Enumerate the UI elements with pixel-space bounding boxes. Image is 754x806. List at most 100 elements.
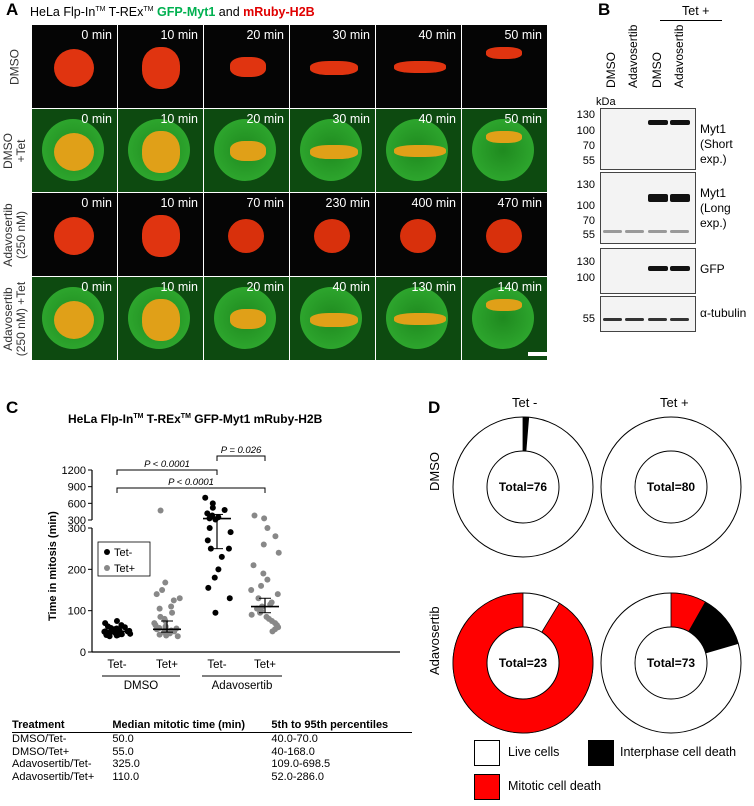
row-label-text: Adavosertib(250 nM) (1, 203, 28, 266)
microscopy-tile: 130 min (376, 277, 461, 360)
microscopy-tile: 40 min (376, 25, 461, 108)
data-point (264, 576, 271, 583)
p-value-label: P < 0.0001 (168, 477, 214, 488)
band (670, 318, 689, 321)
blot-box (600, 172, 696, 244)
table-cell: DMSO/Tet+ (12, 745, 70, 758)
chromatin (310, 145, 358, 159)
kda-marker: 70 (582, 215, 595, 227)
legend-swatch-mitotic (474, 774, 500, 800)
data-point (260, 541, 267, 548)
chromatin (310, 61, 358, 75)
data-point (202, 494, 209, 501)
microscopy-tile: 10 min (118, 277, 203, 360)
data-point (127, 630, 134, 637)
chromatin (310, 313, 358, 327)
y-tick-label: 200 (68, 564, 86, 576)
microscopy-tile: 0 min (32, 109, 117, 192)
table-cell: 109.0-698.5 (271, 758, 331, 770)
table-header-row: Treatment Median mitotic time (min) 5th … (12, 718, 412, 733)
microscopy-tile: 10 min (118, 193, 203, 276)
timepoint-label: 50 min (504, 112, 542, 126)
y-tick-label: 0 (80, 647, 86, 659)
table-cell: 325.0 (112, 758, 140, 770)
panel-a-title: HeLa Flp-InTM T-RExTM GFP-Myt1 and mRuby… (30, 5, 315, 19)
band (603, 318, 622, 321)
data-point (113, 618, 120, 624)
data-point (103, 632, 110, 639)
data-point (218, 553, 225, 560)
microscopy-tile: 30 min (290, 25, 375, 108)
panel-a-title-prefix: HeLa Flp-In (30, 5, 96, 19)
data-point (272, 533, 279, 540)
data-point (263, 613, 270, 620)
chromatin (54, 217, 94, 255)
x-tick-label: Tet- (207, 659, 226, 671)
band (648, 194, 668, 202)
timepoint-label: 470 min (497, 196, 542, 210)
panel-label-b: B (598, 0, 611, 19)
legend-live: Live cells (508, 745, 560, 759)
data-point (173, 625, 180, 632)
timepoint-label: 230 min (325, 196, 370, 210)
data-point (209, 500, 216, 507)
data-point (169, 609, 176, 616)
x-tick-label: Tet+ (156, 659, 178, 671)
kda-label: kDa (596, 96, 616, 108)
data-point (260, 570, 267, 577)
data-point (153, 591, 160, 598)
p-value-label: P < 0.0001 (144, 459, 190, 470)
microscopy-tile: 10 min (118, 25, 203, 108)
blot-exposure: (Long exp.) (700, 201, 731, 230)
blot-label: Myt1(Long exp.) (700, 186, 754, 231)
data-point (261, 515, 268, 522)
donut-hole (486, 450, 560, 524)
timepoint-label: 40 min (332, 280, 370, 294)
x-tick-label: Tet+ (254, 659, 276, 671)
data-point (174, 633, 181, 640)
legend-swatch-interphase (588, 740, 614, 766)
kda-marker: 55 (582, 313, 595, 325)
timepoint-label: 140 min (497, 280, 542, 294)
data-point (176, 595, 183, 602)
blot-box (600, 296, 696, 332)
group-label-adavosertib: Adavosertib (212, 680, 273, 692)
blot-target: Myt1 (700, 122, 727, 136)
panel-label-a: A (6, 0, 19, 19)
lane-label: DMSO (604, 52, 618, 88)
y-tick-label: 1200 (62, 465, 86, 477)
data-point (162, 579, 169, 586)
chromatin (54, 301, 94, 339)
chromatin (142, 131, 180, 173)
data-point (226, 595, 233, 602)
microscopy-tile: 70 min (204, 193, 289, 276)
microscopy-tile: 20 min (204, 25, 289, 108)
microscopy-tile: 230 min (290, 193, 375, 276)
lane-label: Adavosertib (672, 24, 686, 88)
lane-label: Adavosertib (626, 24, 640, 88)
blot-box (600, 108, 696, 170)
table-cell: 55.0 (112, 745, 134, 758)
row-label-line2: (250 nM) +Tet (14, 281, 28, 356)
panel-label-d: D (428, 398, 441, 417)
lane-label: DMSO (650, 52, 664, 88)
microscopy-tile: 50 min (462, 25, 547, 108)
row-label: Adavosertib(250 nM) +Tet (0, 277, 30, 360)
band (670, 194, 690, 202)
chromatin (230, 309, 266, 329)
timepoint-label: 30 min (332, 112, 370, 126)
blot-label: GFP (700, 262, 725, 277)
data-point (157, 507, 164, 514)
kda-marker: 130 (576, 109, 595, 121)
data-point (251, 512, 258, 519)
microscopy-tile: 140 min (462, 277, 547, 360)
data-point (157, 613, 164, 620)
chromatin (400, 219, 436, 253)
blot-target: GFP (700, 262, 725, 276)
timepoint-label: 0 min (81, 280, 112, 294)
microscopy-tile: 20 min (204, 109, 289, 192)
